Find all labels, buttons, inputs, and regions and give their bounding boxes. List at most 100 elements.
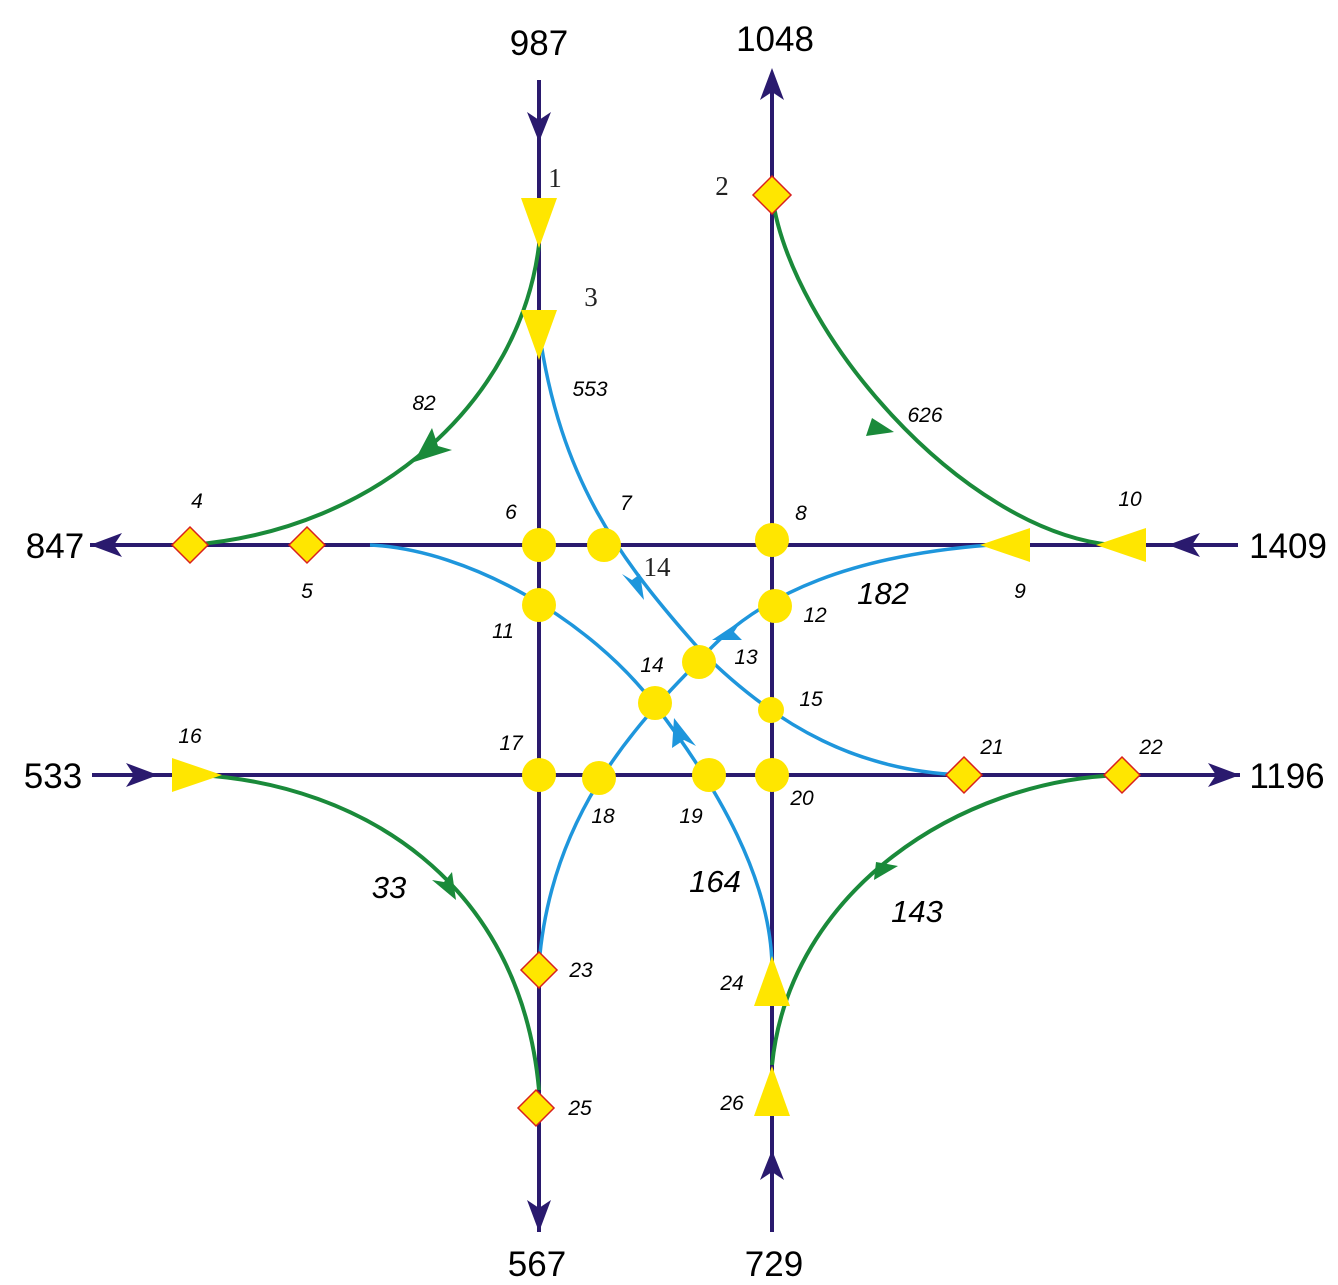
flow-se-right: 143 — [891, 894, 943, 929]
node-label-9: 9 — [1014, 580, 1026, 603]
arrow-west-out-icon — [90, 533, 122, 557]
arrow-east-out-icon — [1208, 763, 1240, 787]
node-label-12: 12 — [803, 604, 827, 627]
conflict-point-17 — [522, 758, 556, 792]
diverge-point-9 — [980, 528, 1030, 562]
flow-north-out: 1048 — [736, 20, 814, 59]
right-turn-nw-arrow-icon — [414, 428, 452, 462]
road-network — [90, 80, 1240, 1232]
merge-point-22 — [1102, 755, 1142, 795]
node-label-25: 25 — [567, 1097, 592, 1120]
node-label-19: 19 — [679, 805, 703, 828]
road-arrows — [90, 68, 1240, 1232]
flow-west-out: 847 — [26, 527, 84, 566]
flow-south-left-center: 553 — [572, 378, 607, 401]
arrow-west-in-icon — [126, 763, 158, 787]
conflict-points — [522, 523, 792, 795]
diverge-point-1 — [521, 198, 557, 248]
conflict-point-11 — [522, 588, 556, 622]
node-label-14a: 14 — [644, 552, 672, 582]
merge-point-2 — [751, 174, 793, 216]
node-label-4: 4 — [191, 490, 203, 513]
node-label-13: 13 — [734, 646, 758, 669]
conflict-point-18 — [582, 761, 616, 795]
node-label-17: 17 — [499, 732, 524, 755]
node-label-1: 1 — [548, 163, 562, 193]
node-label-10: 10 — [1118, 488, 1142, 511]
flow-east-left-center: 182 — [857, 576, 909, 611]
conflict-point-8 — [755, 523, 789, 557]
flow-south-in: 729 — [745, 1245, 803, 1284]
conflict-point-7 — [587, 528, 621, 562]
flow-north-in: 987 — [510, 24, 568, 63]
conflict-point-15 — [758, 697, 784, 723]
merge-point-4 — [170, 525, 210, 565]
flow-west-in: 533 — [24, 757, 82, 796]
diverge-point-10 — [1096, 528, 1146, 562]
flow-south-out: 567 — [508, 1245, 566, 1284]
node-label-21: 21 — [979, 736, 1003, 759]
node-label-15: 15 — [799, 688, 823, 711]
crossing-curves — [369, 329, 991, 966]
arrow-south-in-icon — [760, 1150, 784, 1180]
diverge-point-16 — [172, 758, 222, 792]
diverge-point-3 — [521, 310, 557, 360]
merge-point-21 — [944, 755, 984, 795]
conflict-point-20 — [755, 758, 789, 792]
node-label-3: 3 — [584, 282, 598, 312]
arrow-north-in-icon — [527, 112, 551, 142]
conflict-point-13 — [682, 645, 716, 679]
conflict-point-6 — [522, 528, 556, 562]
flow-ne-right: 626 — [907, 404, 942, 427]
merge-points — [170, 174, 1142, 1128]
node-label-23: 23 — [568, 959, 593, 982]
right-turn-ne-arrow-icon — [866, 418, 894, 436]
node-label-2: 2 — [715, 171, 729, 201]
right-turn-arrows — [414, 418, 898, 900]
conflict-point-19 — [692, 758, 726, 792]
node-label-22: 22 — [1138, 736, 1163, 759]
conflict-point-14 — [638, 686, 672, 720]
node-label-11: 11 — [492, 620, 514, 643]
node-label-14b: 14 — [640, 654, 663, 677]
node-label-18: 18 — [591, 805, 615, 828]
diverge-point-24 — [754, 956, 790, 1006]
node-label-20: 20 — [789, 787, 814, 810]
node-label-16: 16 — [178, 725, 202, 748]
approach-flow-labels: 987 1048 847 1409 533 1196 567 729 — [24, 20, 1327, 1284]
node-label-8: 8 — [795, 502, 807, 525]
turn-flow-labels: 82 626 33 143 553 182 164 — [372, 378, 943, 929]
merge-point-25 — [516, 1088, 556, 1128]
right-turn-se-arrow-icon — [874, 862, 898, 880]
flow-south-crossing: 164 — [689, 864, 741, 899]
flow-sw-right: 33 — [372, 870, 406, 905]
flow-nw-right: 82 — [412, 392, 436, 415]
flow-east-out: 1196 — [1249, 757, 1324, 796]
arrow-south-out-icon — [527, 1200, 551, 1232]
crossing-arrow-c-icon — [672, 718, 696, 748]
merge-point-23 — [519, 950, 559, 990]
node-label-5: 5 — [301, 580, 313, 603]
merge-point-5 — [287, 525, 327, 565]
diverge-points — [172, 198, 1146, 1116]
right-turn-sw-arrow-icon — [432, 872, 456, 900]
arrow-east-in-icon — [1168, 533, 1200, 557]
node-label-6: 6 — [505, 501, 517, 524]
crossing-arrow-a-icon — [622, 574, 644, 600]
right-turn-curves — [189, 194, 1123, 1091]
node-label-7: 7 — [620, 492, 633, 515]
right-turn-sw-curve — [199, 773, 541, 1091]
right-turn-nw-curve — [189, 244, 541, 547]
right-turn-ne-curve — [770, 194, 1113, 547]
conflict-point-12 — [758, 589, 792, 623]
arrow-north-out-icon — [760, 68, 784, 100]
crossing-arrows — [622, 574, 742, 748]
right-turn-se-curve — [770, 773, 1123, 1066]
crossing-west-to-east-curve — [369, 543, 774, 966]
node-label-26: 26 — [719, 1092, 744, 1115]
flow-east-in: 1409 — [1249, 527, 1327, 566]
diverge-point-26 — [754, 1066, 790, 1116]
node-label-24: 24 — [719, 972, 743, 995]
node-labels: 1 2 3 4 5 6 7 8 9 10 11 12 13 14 14 15 1… — [178, 163, 1163, 1120]
